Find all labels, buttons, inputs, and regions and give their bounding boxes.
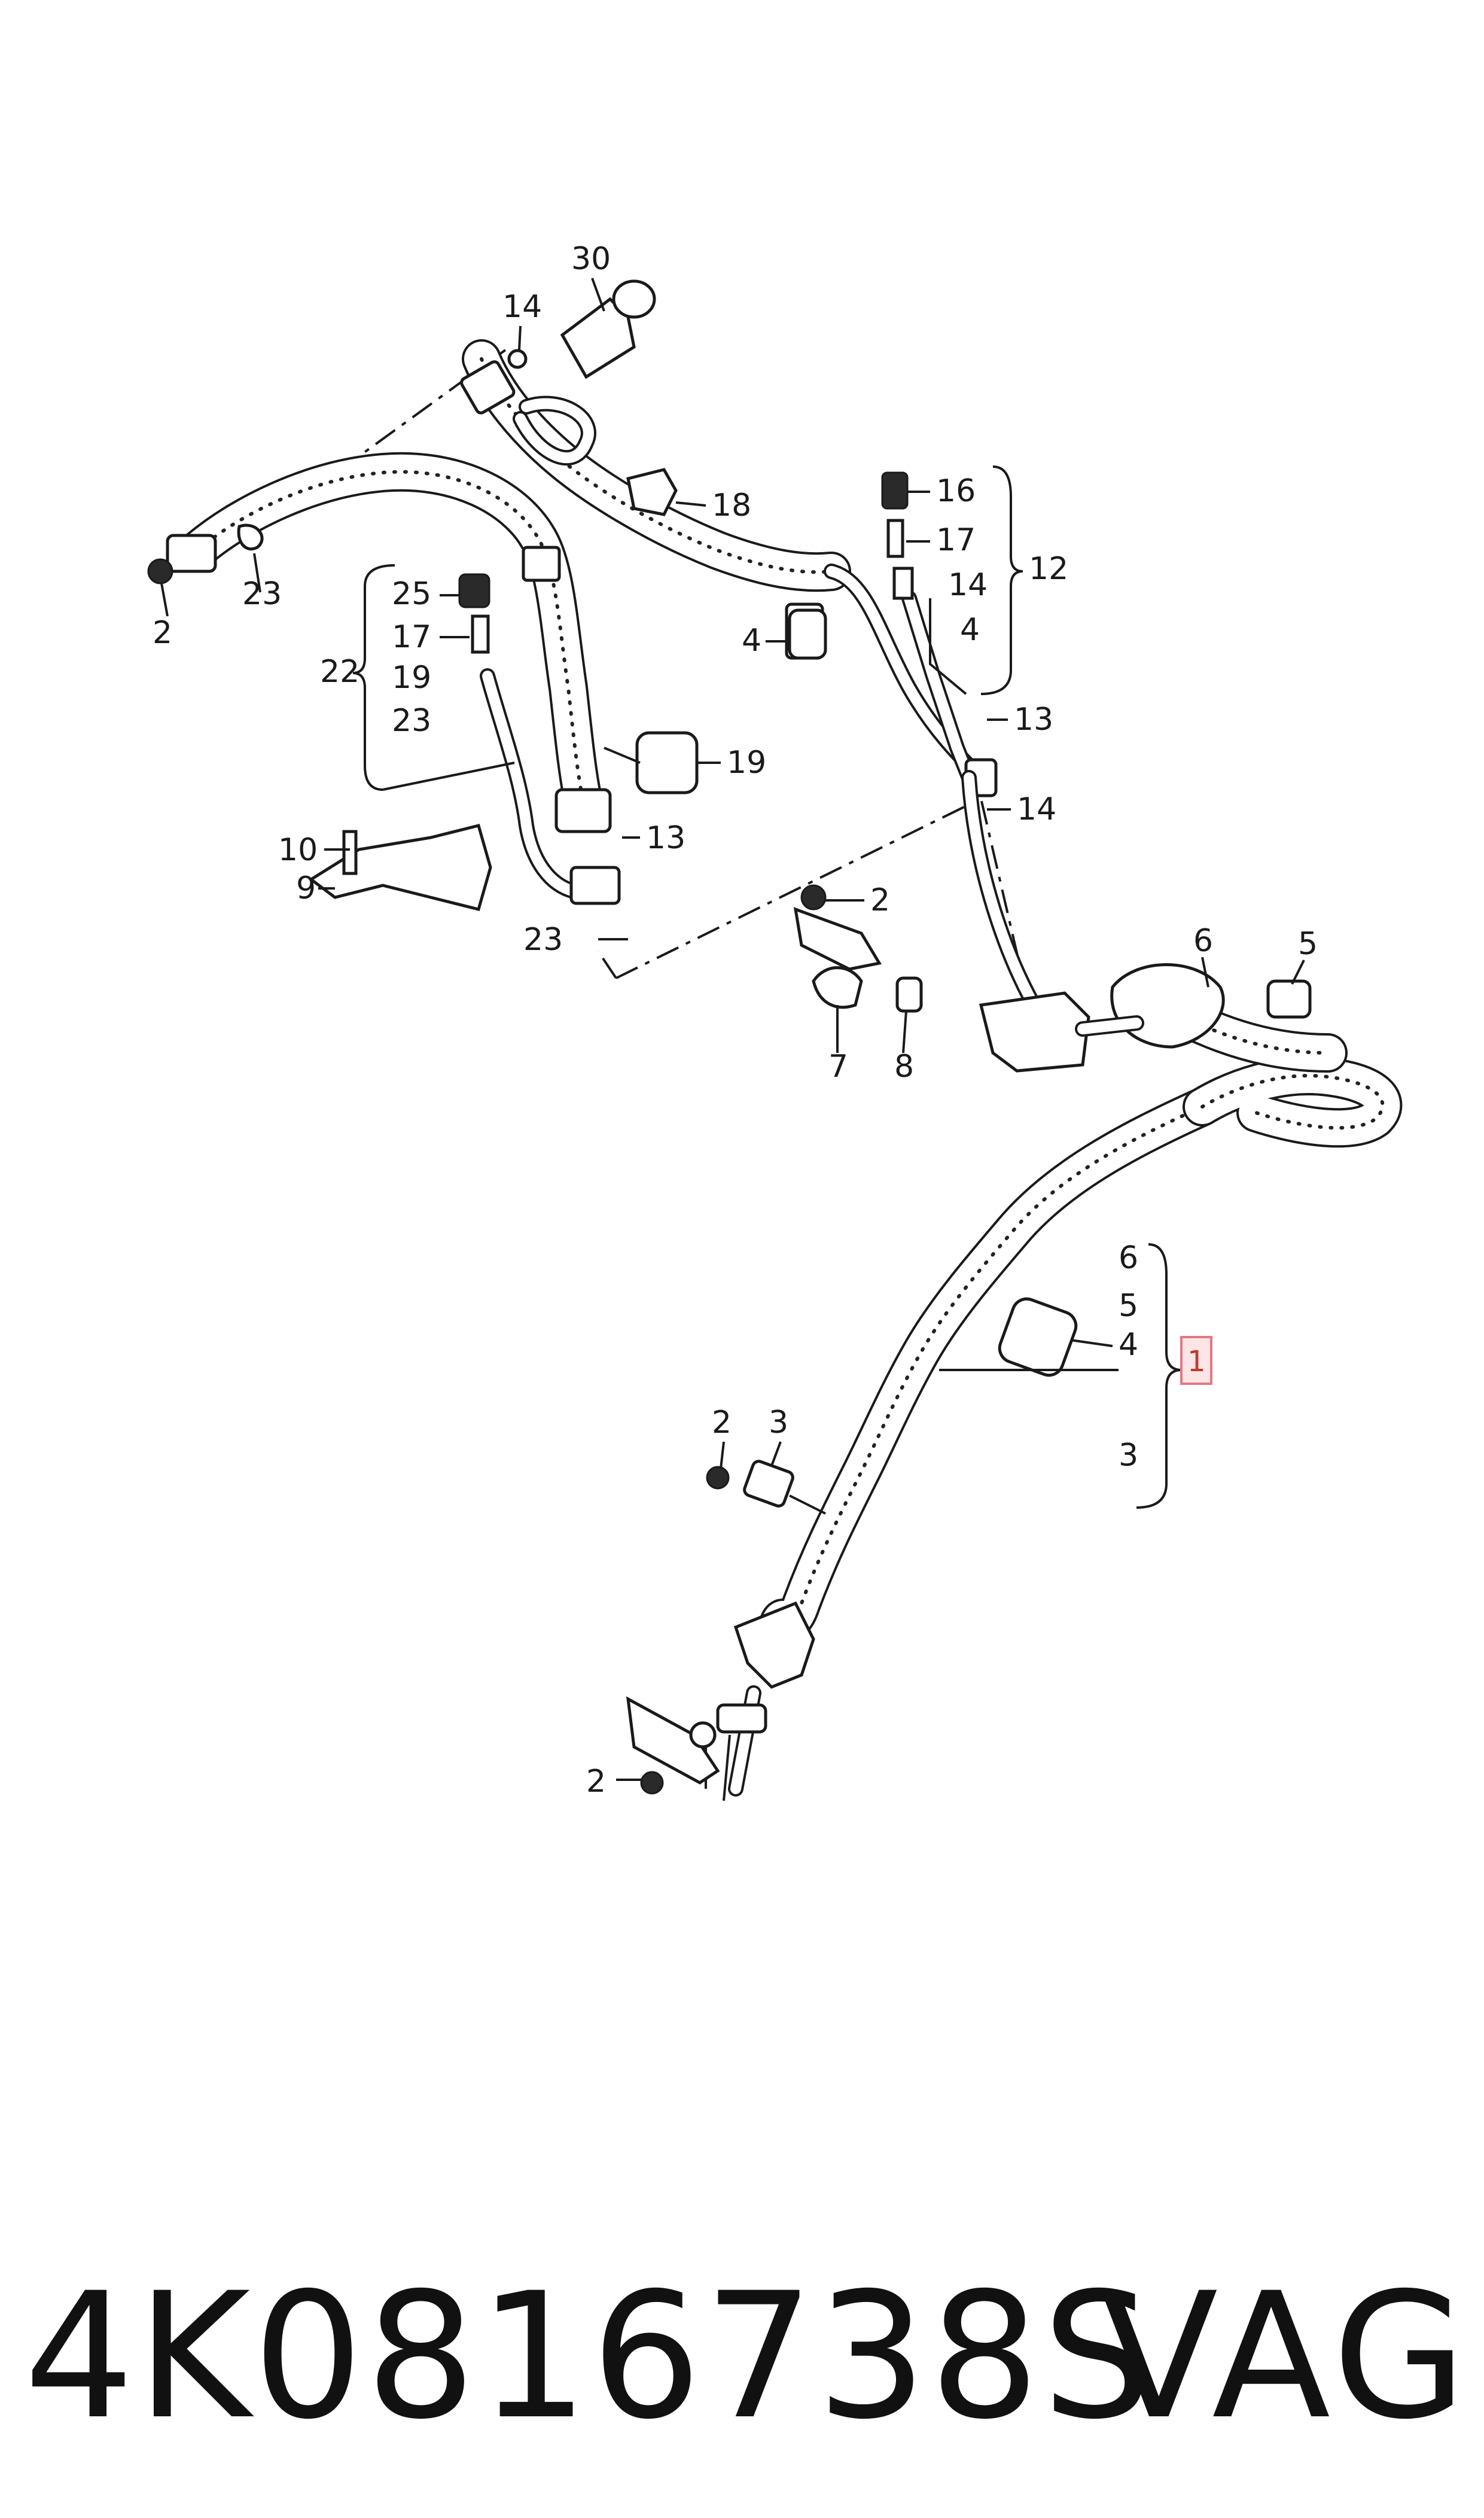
callout-10[interactable]: 10: [278, 832, 318, 868]
callout-23[interactable]: 23: [523, 922, 563, 958]
main-hose: [705, 997, 1403, 1801]
footer: 4K0816738S VAG: [24, 2267, 1471, 2447]
callout-13[interactable]: 13: [646, 820, 685, 856]
callout-14[interactable]: 14: [948, 567, 988, 603]
callout-22[interactable]: 22: [320, 654, 359, 690]
callout-17[interactable]: 17: [936, 522, 976, 558]
compressor-block: [793, 770, 1312, 1073]
callout-5[interactable]: 5: [1119, 1288, 1138, 1324]
service-pipe-left: [458, 573, 621, 905]
callout-13[interactable]: 13: [1014, 702, 1053, 738]
callout-9[interactable]: 9: [296, 870, 316, 906]
bracket-9: [308, 823, 492, 912]
callout-16[interactable]: 16: [936, 473, 976, 509]
callouts: 30 14 16 17 12 14 4 18 2 23 25 17 22 19 …: [153, 241, 1318, 1800]
callout-2[interactable]: 2: [712, 1405, 732, 1441]
callout-23[interactable]: 23: [392, 703, 431, 739]
callout-30[interactable]: 30: [571, 241, 611, 277]
callout-14[interactable]: 14: [502, 289, 542, 325]
suction-hose-upper: [147, 452, 612, 833]
callout-4[interactable]: 4: [960, 612, 980, 648]
callout-23[interactable]: 23: [242, 576, 282, 612]
callout-2[interactable]: 2: [153, 615, 172, 651]
callout-12[interactable]: 12: [1029, 551, 1068, 587]
part-number: 4K0816738S: [24, 2256, 1155, 2458]
callout-2[interactable]: 2: [870, 882, 890, 918]
assembly-lines: [352, 349, 1033, 1018]
sleeves: [635, 608, 1078, 1377]
expansion-valve-30: [507, 279, 656, 379]
callout-19[interactable]: 19: [727, 745, 766, 781]
callout-14[interactable]: 14: [1017, 791, 1056, 827]
highlighted-callout-1[interactable]: 1: [1187, 1345, 1206, 1378]
callout-19[interactable]: 19: [392, 660, 431, 696]
callout-25[interactable]: 25: [392, 576, 431, 612]
callout-2[interactable]: 2: [586, 1764, 606, 1800]
leader-lines: [160, 278, 1305, 1781]
clip-18: [626, 468, 678, 516]
callout-7[interactable]: 7: [828, 1049, 848, 1085]
callout-6[interactable]: 6: [1119, 1240, 1138, 1276]
callout-3[interactable]: 3: [769, 1405, 788, 1441]
callout-18[interactable]: 18: [712, 488, 751, 523]
callout-4[interactable]: 4: [1119, 1327, 1138, 1363]
callout-6[interactable]: 6: [1193, 923, 1213, 959]
lower-fittings: [626, 1460, 794, 1795]
callout-5[interactable]: 5: [1298, 926, 1318, 962]
callout-3[interactable]: 3: [1119, 1438, 1138, 1473]
callout-4[interactable]: 4: [742, 623, 761, 659]
highlighted-callout-box[interactable]: [1180, 1336, 1212, 1385]
brand-name: VAG: [1099, 2256, 1471, 2458]
callout-8[interactable]: 8: [894, 1049, 914, 1085]
callout-17[interactable]: 17: [392, 619, 431, 655]
